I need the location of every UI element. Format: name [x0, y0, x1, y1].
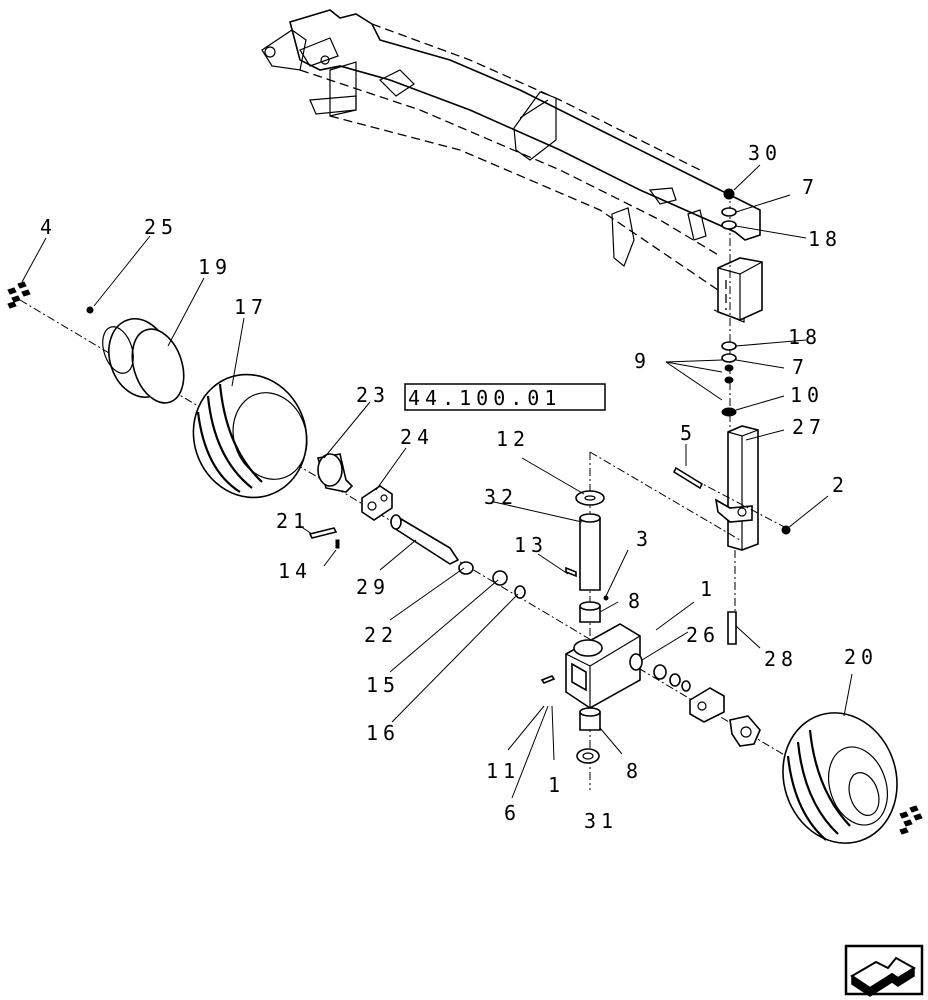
- reference-box[interactable]: 44.100.01: [404, 383, 606, 411]
- callout-8: 8: [628, 589, 645, 613]
- upper-fastener-stack: [721, 188, 737, 470]
- callout-7: 7: [802, 175, 819, 199]
- callout-21: 21: [276, 509, 310, 533]
- vertical-spindle-27: [672, 425, 791, 645]
- callout-16: 16: [366, 721, 400, 745]
- left-bolts: [7, 281, 31, 309]
- callout-labels: 30 7 18 4 25 19 17 18 9 7 23 44.100.01 1…: [40, 141, 878, 833]
- callout-28: 28: [764, 647, 798, 671]
- left-wheel-assembly: [7, 281, 861, 801]
- axle-components: [308, 514, 526, 599]
- leader-lines: [21, 164, 853, 799]
- callout-26: 26: [686, 623, 720, 647]
- right-wheel-assembly: [653, 664, 923, 844]
- callout-17: 17: [234, 295, 268, 319]
- callout-20: 20: [844, 645, 878, 669]
- callout-19: 19: [198, 255, 232, 279]
- callout-24: 24: [400, 425, 434, 449]
- callout-1: 1: [700, 577, 717, 601]
- pivot-housing: [540, 623, 643, 764]
- callout-18b: 18: [788, 325, 822, 349]
- callout-10: 10: [790, 383, 824, 407]
- callout-1b: 1: [548, 773, 565, 797]
- callout-6: 6: [504, 801, 521, 825]
- callout-2: 2: [832, 473, 849, 497]
- callout-32: 32: [484, 485, 518, 509]
- callout-8b: 8: [626, 759, 643, 783]
- callout-15: 15: [366, 673, 400, 697]
- callout-18: 18: [808, 227, 842, 251]
- callout-22: 22: [364, 623, 398, 647]
- callout-30: 30: [748, 141, 782, 165]
- vertical-pin-assembly: [565, 451, 741, 790]
- callout-14: 14: [278, 559, 312, 583]
- callout-4: 4: [40, 215, 57, 239]
- callout-25: 25: [144, 215, 178, 239]
- right-bolts: [899, 805, 923, 835]
- callout-12: 12: [496, 427, 530, 451]
- callout-9: 9: [634, 349, 651, 373]
- reference-link[interactable]: 44.100.01: [408, 386, 561, 410]
- callout-29: 29: [356, 575, 390, 599]
- callout-7b: 7: [792, 355, 809, 379]
- callout-11: 11: [486, 759, 520, 783]
- callout-27: 27: [792, 415, 826, 439]
- callout-3: 3: [636, 527, 653, 551]
- callout-31: 31: [584, 809, 618, 833]
- callout-13: 13: [514, 533, 548, 557]
- callout-5: 5: [680, 421, 697, 445]
- main-frame-beam: [261, 9, 763, 323]
- arrow-next-icon[interactable]: [844, 944, 924, 997]
- callout-23: 23: [356, 383, 390, 407]
